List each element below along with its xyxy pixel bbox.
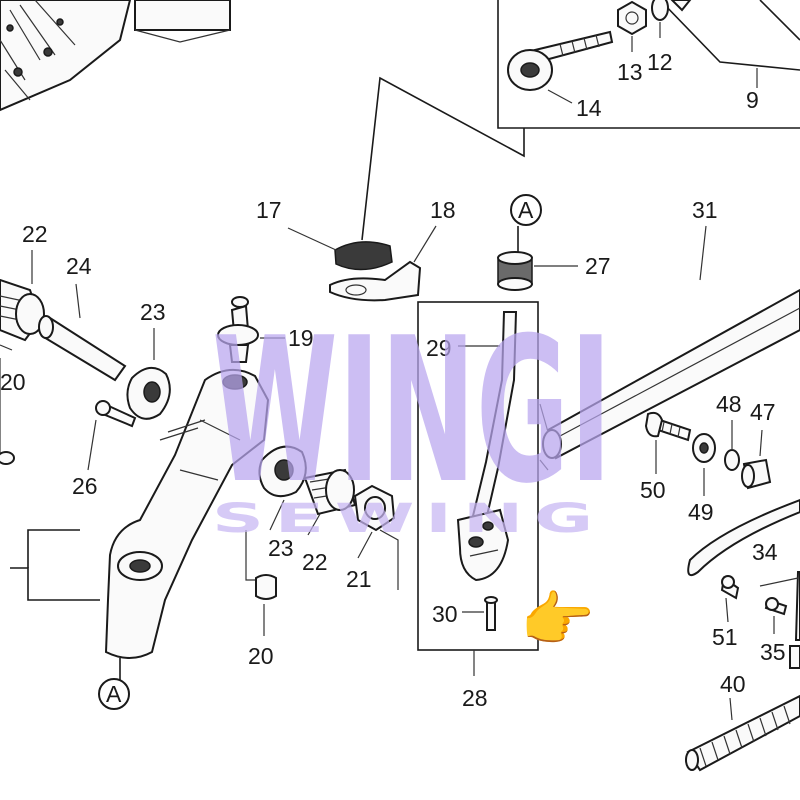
callout-a-bottom: A [98,678,130,710]
label-35: 35 [760,639,786,665]
label-27: 27 [585,253,611,279]
label-24: 24 [66,253,92,279]
rod-31 [539,225,800,471]
label-30: 30 [432,601,458,627]
label-49: 49 [688,499,714,525]
label-22-mid: 22 [302,549,328,575]
label-40: 40 [720,671,746,697]
part-17-18 [287,225,437,302]
label-21: 21 [346,566,372,592]
callout-a-bottom-text: A [106,681,122,707]
bracket-left [10,567,100,601]
label-20-left: 20 [0,369,26,395]
label-17: 17 [256,197,282,223]
part-27 [497,251,578,291]
callout-a-top-text: A [518,197,534,223]
label-22-left: 22 [22,221,48,247]
machine-detail-top-left [0,0,231,112]
label-12: 12 [647,49,673,75]
right-small-parts [644,411,772,496]
middle-parts [245,445,399,636]
lever-arm [104,296,285,659]
label-14: 14 [576,95,602,121]
label-9: 9 [746,87,759,113]
label-18: 18 [430,197,456,223]
pointing-hand-icon: 👉 [520,586,595,653]
label-19: 19 [288,325,314,351]
label-23-left: 23 [140,299,166,325]
label-26: 26 [72,473,98,499]
label-13: 13 [617,59,643,85]
leader-17-18 [361,76,525,241]
label-20-mid: 20 [248,643,274,669]
label-31: 31 [692,197,718,223]
callout-a-top: A [510,194,542,226]
label-50: 50 [640,477,666,503]
label-34: 34 [752,539,778,565]
label-29: 29 [426,335,452,361]
label-48: 48 [716,391,742,417]
left-parts [0,250,171,471]
label-23-mid: 23 [268,535,294,561]
watermark-line2: SEWING [212,496,604,542]
assembly-28 [417,301,539,676]
label-47: 47 [750,399,776,425]
label-28: 28 [462,685,488,711]
label-51: 51 [712,624,738,650]
watermark-line1: WINGI [212,295,612,528]
inset-top-right [497,0,800,129]
bracket-left-top [27,529,80,568]
right-lower-parts [685,498,800,772]
